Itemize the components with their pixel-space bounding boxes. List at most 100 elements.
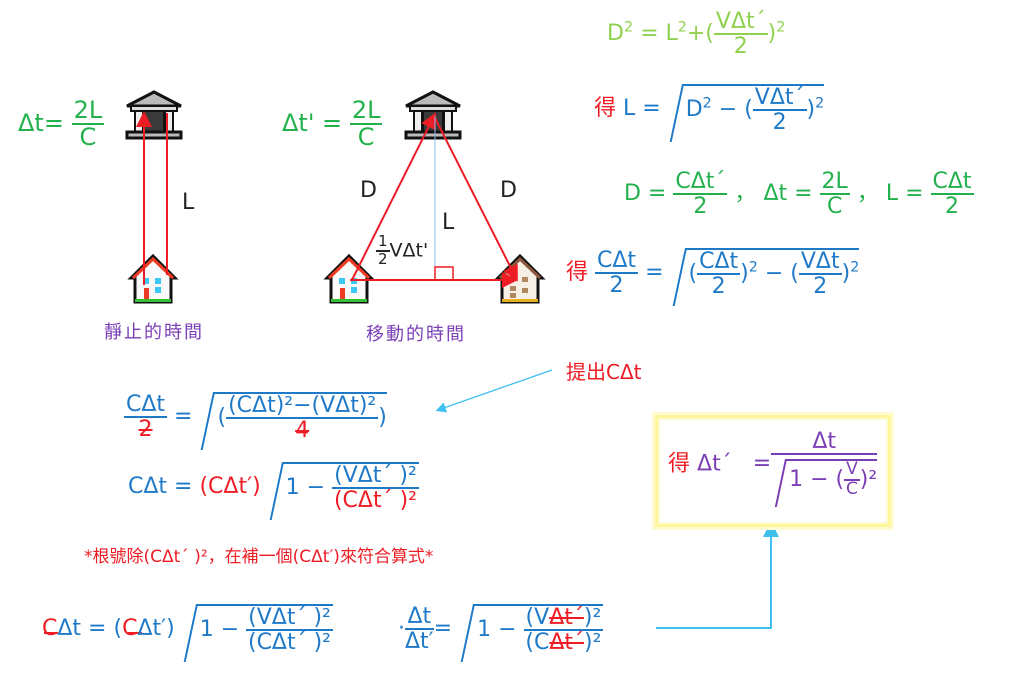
numerator: 2L — [349, 96, 383, 126]
num-open: (V — [525, 605, 550, 630]
fraction: (VΔt´ )²(CΔt´ )² — [246, 606, 333, 654]
denominator: C — [846, 478, 858, 499]
one-minus: 1 − — [285, 475, 326, 501]
house-icon — [127, 253, 179, 304]
bank-icon — [125, 90, 183, 140]
numerator: 2L — [71, 96, 105, 126]
light-path-right — [433, 115, 518, 282]
denominator: 2 — [138, 417, 153, 443]
close-paren: ) — [806, 97, 816, 123]
fraction: VΔt´2 — [752, 85, 807, 136]
denominator: C — [357, 123, 375, 152]
numerator: VΔt — [798, 249, 842, 276]
house-icon — [323, 253, 375, 304]
equals: = — [433, 616, 453, 642]
denominator: 4 — [295, 418, 310, 444]
equals: = — [174, 404, 193, 430]
light-path-left — [351, 112, 436, 281]
factor: (CΔt′) — [199, 474, 261, 500]
cancelled-c: C — [42, 616, 58, 642]
struck-term: Δt´ — [549, 630, 585, 656]
pythagoras-equation: D2 = L2+(VΔt´2)2 — [607, 10, 785, 58]
cancelled-equation: CΔt = (CΔt′) 1 − (VΔt´ )²(CΔt´ )² — [42, 604, 333, 654]
lhs-rest: Δt = ( — [57, 616, 123, 642]
numerator: (VΔt´ )² — [246, 605, 333, 632]
result-connector-arrow — [656, 521, 779, 629]
equals: = — [645, 260, 664, 286]
denominator: 2 — [711, 274, 726, 300]
moving-time-formula: Δt' = 2L C — [282, 96, 383, 152]
fraction: 2L C — [349, 96, 383, 152]
factor-pointer-arrow — [435, 369, 553, 413]
exponent: 2 — [623, 19, 634, 36]
numerator: VΔt´ — [713, 9, 768, 36]
rest-caption: 靜止的時間 — [104, 322, 204, 343]
right-angle-marker — [434, 266, 454, 281]
half-base-text: VΔt' — [389, 239, 429, 262]
lhs: Δt´ — [697, 451, 732, 477]
exponent: 2 — [815, 95, 825, 112]
numerator: CΔt — [697, 249, 741, 276]
square-root: 1 − (VΔt´ )²(CΔt´ )² — [195, 604, 333, 654]
denominator: C — [826, 194, 843, 220]
one-minus: 1 − ( — [789, 466, 845, 492]
lhs: L = — [623, 96, 661, 122]
therefore-label: 得 — [594, 96, 617, 122]
square-root: 1 − (VΔt´ )²(CΔt´ )² — [281, 462, 419, 512]
fraction: 2L C — [71, 96, 105, 150]
minus-open: − ( — [764, 261, 799, 287]
numerator: (VΔt´)² — [523, 605, 604, 632]
l-term: = L — [640, 21, 678, 47]
denominator: (CΔt´ )² — [247, 630, 331, 656]
solve-l-equation: 得 L = D2 − (VΔt´2)2 — [594, 84, 825, 136]
lhs: CΔt = — [128, 474, 193, 500]
moving-caption: 移動的時間 — [366, 324, 466, 345]
denominator: 2 — [733, 34, 748, 60]
open-paren: ( — [217, 405, 227, 431]
t-lhs: Δt = — [763, 181, 813, 207]
left-side-label: D — [360, 178, 377, 203]
exponent: 2 — [748, 259, 758, 276]
explanation-note: *根號除(CΔt´ )²，在補一個(CΔt′)來符合算式* — [84, 547, 434, 567]
l-lhs: L = — [885, 181, 924, 207]
close-paren: ) — [841, 261, 851, 287]
numerator: V — [844, 459, 860, 481]
denominator: 2 — [378, 249, 388, 268]
den-open: (C — [525, 630, 550, 656]
denominator: 2 — [772, 110, 787, 136]
therefore-label: 得 — [668, 451, 691, 477]
one-minus: 1 − — [477, 617, 517, 643]
cancelled-c: C — [122, 616, 138, 642]
factor-note: 提出CΔt — [566, 356, 642, 385]
numerator: (VΔt´ )² — [332, 463, 419, 490]
formula-lhs: Δt' = — [282, 109, 343, 138]
separator: ， — [734, 181, 757, 207]
numerator: VΔt´ — [752, 85, 807, 112]
formula-lhs: Δt= — [18, 109, 64, 138]
numerator: CΔt — [595, 248, 639, 275]
numerator: 2L — [819, 169, 850, 196]
bank-icon — [404, 90, 462, 140]
denominator: (CΔt´)² — [524, 631, 604, 654]
numerator: Δt — [771, 430, 878, 456]
struck-term: Δt´ — [549, 605, 584, 630]
half-base-label: 1 2 VΔt' — [376, 233, 429, 268]
separator: ， — [856, 181, 879, 207]
fraction: CΔt´2 — [673, 170, 728, 218]
numerator: CΔt — [930, 169, 974, 196]
factored-equation: CΔt = (CΔt′) 1 − (VΔt´ )²(CΔt´ )² — [128, 462, 419, 512]
length-label: L — [182, 190, 195, 215]
numerator: Δt — [405, 605, 434, 631]
fraction: (VΔt´)² (CΔt´)² — [523, 605, 604, 654]
